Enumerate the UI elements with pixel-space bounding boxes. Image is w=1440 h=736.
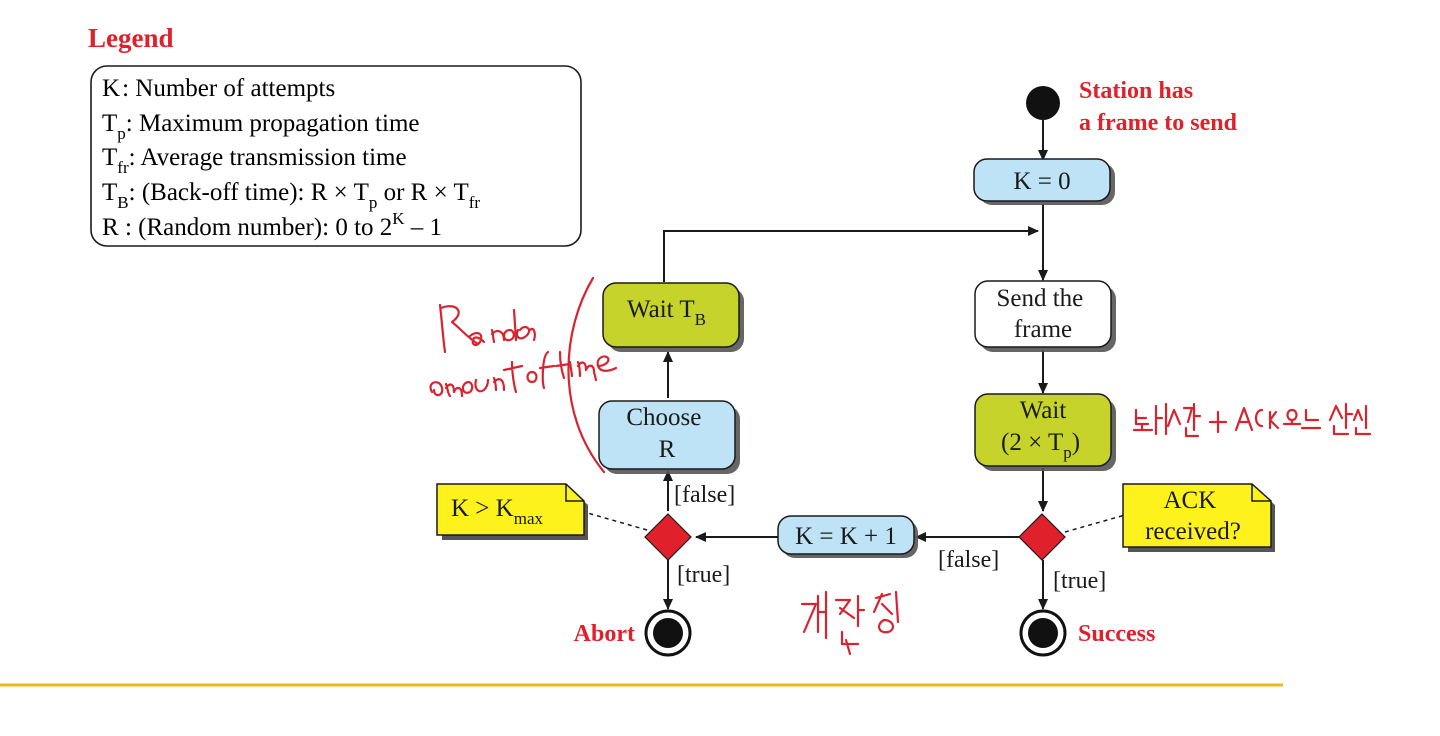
guard-ack-true: [true] [1053, 568, 1106, 594]
svg-text:K = 0: K = 0 [1013, 168, 1070, 195]
guard-ack-false: [false] [938, 547, 999, 573]
start-label: Station has a frame to send [1079, 78, 1238, 136]
svg-text:ACK received?: ACK received? [1145, 487, 1241, 545]
ack-note: ACK received? [1122, 483, 1275, 552]
guard-k-false: [false] [674, 482, 735, 508]
svg-text:Choose R: Choose R [626, 404, 707, 463]
success-end-node [1019, 609, 1067, 657]
svg-text:Wait TB: Wait TB [627, 296, 706, 329]
choose-r-node: Choose R [598, 400, 740, 474]
svg-text:K > Kmax: K > Kmax [451, 495, 543, 528]
handwritten-korean-annotation-bottom [800, 590, 900, 656]
legend-item-tb: TB: (Back-off time): R × Tp or R × Tfr [102, 179, 480, 212]
legend-item-tfr: Tfr: Average transmission time [102, 144, 407, 177]
legend-box [90, 65, 582, 247]
arrow-wait-tb-to-merge [663, 226, 1039, 282]
kmax-note: K > Kmax [436, 483, 588, 540]
handwritten-korean-annotation-right [1132, 402, 1372, 438]
k-decision-diamond [644, 513, 692, 561]
svg-text:R : (Random number): 0 to 2K –: R : (Random number): 0 to 2K – 1 [102, 209, 442, 241]
legend-item-tp: Tp: Maximum propagation time [102, 110, 419, 143]
note-link-kmax [583, 511, 648, 531]
wait-tb-node: Wait TB [602, 282, 744, 352]
svg-text:TB: (Back-off time): R × Tp or: TB: (Back-off time): R × Tp or R × Tfr [102, 179, 480, 212]
svg-text:K: Number of attempts: K: Number of attempts [102, 75, 335, 102]
abort-label: Abort [574, 621, 635, 647]
start-node [1026, 86, 1060, 120]
legend-item-k: K: Number of attempts [102, 75, 335, 102]
wait-ack-node: Wait (2 × Tp) [974, 393, 1116, 471]
success-label: Success [1078, 621, 1155, 647]
guard-k-true: [true] [677, 562, 730, 588]
note-link-ack [1064, 514, 1126, 533]
handwritten-random-annotation [429, 276, 618, 474]
init-node: K = 0 [973, 158, 1115, 205]
svg-text:Tfr: Average transmission time: Tfr: Average transmission time [102, 144, 407, 177]
increment-node: K = K + 1 [777, 515, 918, 558]
legend-title: Legend [88, 23, 174, 53]
svg-text:K = K + 1: K = K + 1 [795, 523, 897, 550]
svg-text:Send the frame: Send the frame [996, 285, 1089, 343]
svg-text:Tp: Maximum propagation time: Tp: Maximum propagation time [102, 110, 419, 143]
send-frame-node: Send the frame [974, 280, 1116, 352]
abort-end-node [644, 609, 692, 657]
legend-item-r: R : (Random number): 0 to 2K – 1 [102, 209, 442, 241]
connectors [583, 120, 1126, 610]
ack-decision-diamond [1018, 513, 1066, 561]
svg-text:(2 × Tp): (2 × Tp) [1001, 429, 1080, 462]
svg-text:Wait: Wait [1020, 397, 1067, 424]
